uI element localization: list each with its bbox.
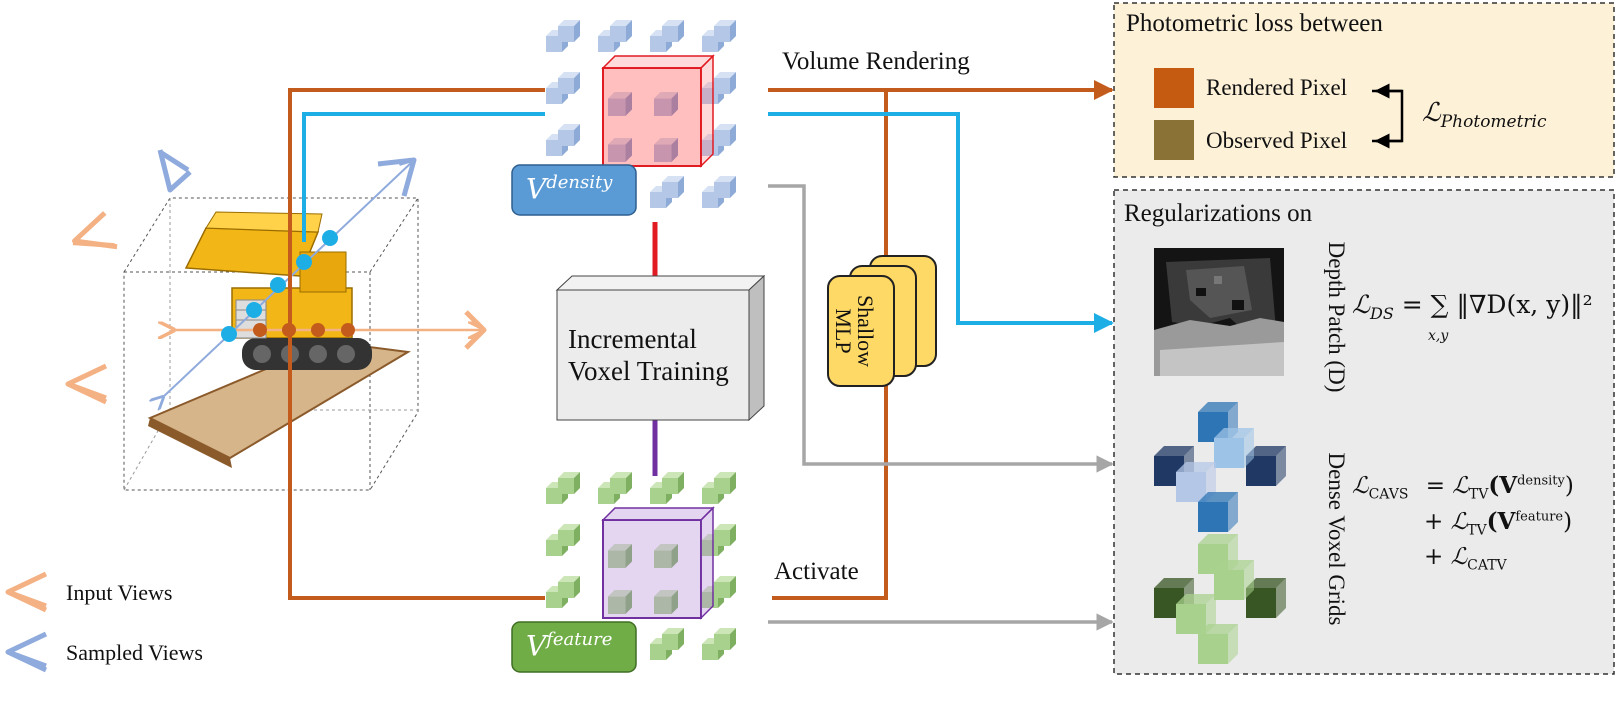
cavs-line1-eq: = ℒ <box>1425 473 1469 499</box>
v-feature-sup: feature <box>546 629 613 650</box>
cavs-line1-arg: (V <box>1488 472 1518 499</box>
density-highlight-box <box>602 67 702 167</box>
ds-equation: ℒDS = ∑ ‖∇D(x, y)‖² <box>1352 290 1593 323</box>
feature-cube <box>610 472 632 494</box>
input-views-legend-icon <box>5 571 48 613</box>
feature-cube <box>558 524 580 546</box>
ds-rhs: = ∑ ‖∇D(x, y)‖² <box>1401 290 1593 319</box>
orange-render-path <box>288 88 545 600</box>
rendered-pixel-swatch <box>1154 68 1194 108</box>
density-cube <box>714 20 736 42</box>
feature-cube <box>558 472 580 494</box>
dense-voxel-vertical-label: Dense Voxel Grids <box>1324 452 1349 626</box>
depth-patch-image <box>1154 248 1284 376</box>
density-cube <box>558 124 580 146</box>
cavs-equation-line1: ℒCAVS = ℒTV(Vdensity) <box>1352 472 1574 503</box>
sampled-views-legend-icon <box>5 631 48 673</box>
sampled-view-cameras <box>157 149 417 197</box>
gray-density-arrow <box>768 184 1114 473</box>
v-feature-base: V <box>526 629 547 663</box>
feature-cube <box>714 472 736 494</box>
v-feature-label: Vfeature <box>526 629 612 662</box>
density-cube <box>558 72 580 94</box>
cavs-line1-close: ) <box>1564 473 1574 499</box>
volume-rendering-label: Volume Rendering <box>782 48 970 75</box>
cavs-line3-sub: CATV <box>1467 557 1507 574</box>
cavs-lhs: ℒ <box>1352 473 1369 499</box>
cavs-line2-close: ) <box>1563 509 1573 535</box>
shallow-mlp-label-line2: MLP <box>831 308 856 354</box>
observed-pixel-label: Observed Pixel <box>1206 128 1348 153</box>
observed-pixel-swatch <box>1154 120 1194 160</box>
cavs-lhs-sub: CAVS <box>1368 486 1409 503</box>
input-views-legend-label: Input Views <box>66 580 173 605</box>
photometric-loss-symbol: ℒPhotometric <box>1422 98 1547 132</box>
density-cube <box>714 176 736 198</box>
incremental-training-block <box>555 274 766 422</box>
cavs-equation-line3: + ℒCATV <box>1424 544 1507 574</box>
density-cube <box>662 176 684 198</box>
ds-sum-subscript: x,y <box>1428 328 1449 344</box>
feature-cube <box>662 628 684 650</box>
feature-highlight-box <box>602 519 702 619</box>
input-view-cameras <box>65 211 487 405</box>
cavs-line2-arg: (V <box>1486 508 1516 535</box>
density-tag <box>511 164 637 216</box>
cavs-line1-sub: TV <box>1468 486 1489 503</box>
cavs-line2-eq: + ℒ <box>1424 509 1468 535</box>
incremental-label-line1: Incremental <box>568 324 697 354</box>
cavs-line2-sub: TV <box>1467 522 1487 539</box>
rendered-pixel-label: Rendered Pixel <box>1206 75 1348 100</box>
cavs-line3-eq: + ℒ <box>1424 544 1468 570</box>
density-cube <box>610 20 632 42</box>
blue-depth-path <box>302 112 545 242</box>
photometric-panel <box>1113 2 1615 178</box>
v-density-sup: density <box>546 172 613 193</box>
density-cube <box>714 124 736 146</box>
depth-patch-vertical-label: Depth Patch (D) <box>1324 241 1349 393</box>
incremental-label-line2: Voxel Training <box>568 356 729 386</box>
feature-tag <box>511 621 637 673</box>
cavs-line1-sup: density <box>1517 473 1565 489</box>
feature-cube <box>714 576 736 598</box>
ds-lhs: ℒ <box>1352 290 1371 319</box>
shallow-mlp <box>827 255 937 387</box>
cavs-equation-line2: + ℒTV(Vfeature) <box>1424 508 1572 539</box>
activate-label: Activate <box>774 558 859 585</box>
density-cube <box>662 20 684 42</box>
shallow-mlp-label: Shallow MLP <box>831 271 878 391</box>
sampled-views-legend-label: Sampled Views <box>66 640 203 665</box>
v-density-base: V <box>526 172 547 206</box>
density-cube <box>714 72 736 94</box>
regularization-title: Regularizations on <box>1124 200 1313 227</box>
shallow-mlp-label-line1: Shallow <box>853 294 878 368</box>
v-density-label: Vdensity <box>526 172 612 205</box>
feature-cube <box>558 576 580 598</box>
cavs-line2-sup: feature <box>1515 509 1564 525</box>
feature-cube <box>714 524 736 546</box>
feature-cube <box>662 472 684 494</box>
photometric-loss-sub: Photometric <box>1440 112 1547 133</box>
feature-cube <box>714 628 736 650</box>
ds-lhs-sub: DS <box>1370 304 1394 323</box>
photometric-title: Photometric loss between <box>1126 10 1383 37</box>
photometric-loss-L: ℒ <box>1422 98 1441 128</box>
blue-depth-arrow <box>768 112 1114 333</box>
density-cube <box>558 20 580 42</box>
